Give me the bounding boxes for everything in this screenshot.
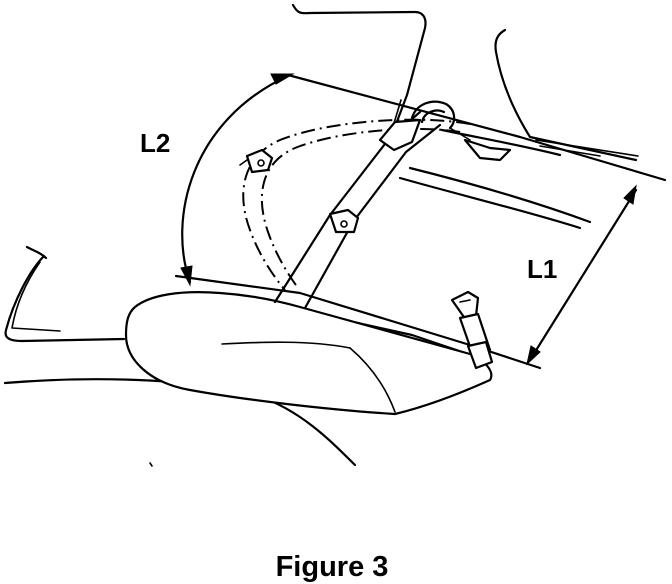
left-side-wire — [4, 245, 126, 343]
belt-route-dashdot — [242, 118, 471, 291]
seat-back — [174, 73, 667, 370]
dimension-label-l2: L2 — [140, 128, 170, 158]
belt-slider-clip — [328, 208, 360, 234]
dimension-l1 — [526, 184, 638, 366]
dimension-l2 — [180, 73, 295, 287]
dimension-label-l1: L1 — [527, 254, 557, 284]
right-side-wire — [494, 28, 639, 162]
left-belt-guide-clip — [239, 148, 274, 174]
seat-belt-buckle — [450, 290, 494, 370]
seat-cushion — [124, 291, 493, 416]
figure-caption: Figure 3 — [276, 551, 389, 583]
top-anchor-wire — [291, 3, 427, 134]
seat-belt-webbing — [273, 100, 512, 310]
